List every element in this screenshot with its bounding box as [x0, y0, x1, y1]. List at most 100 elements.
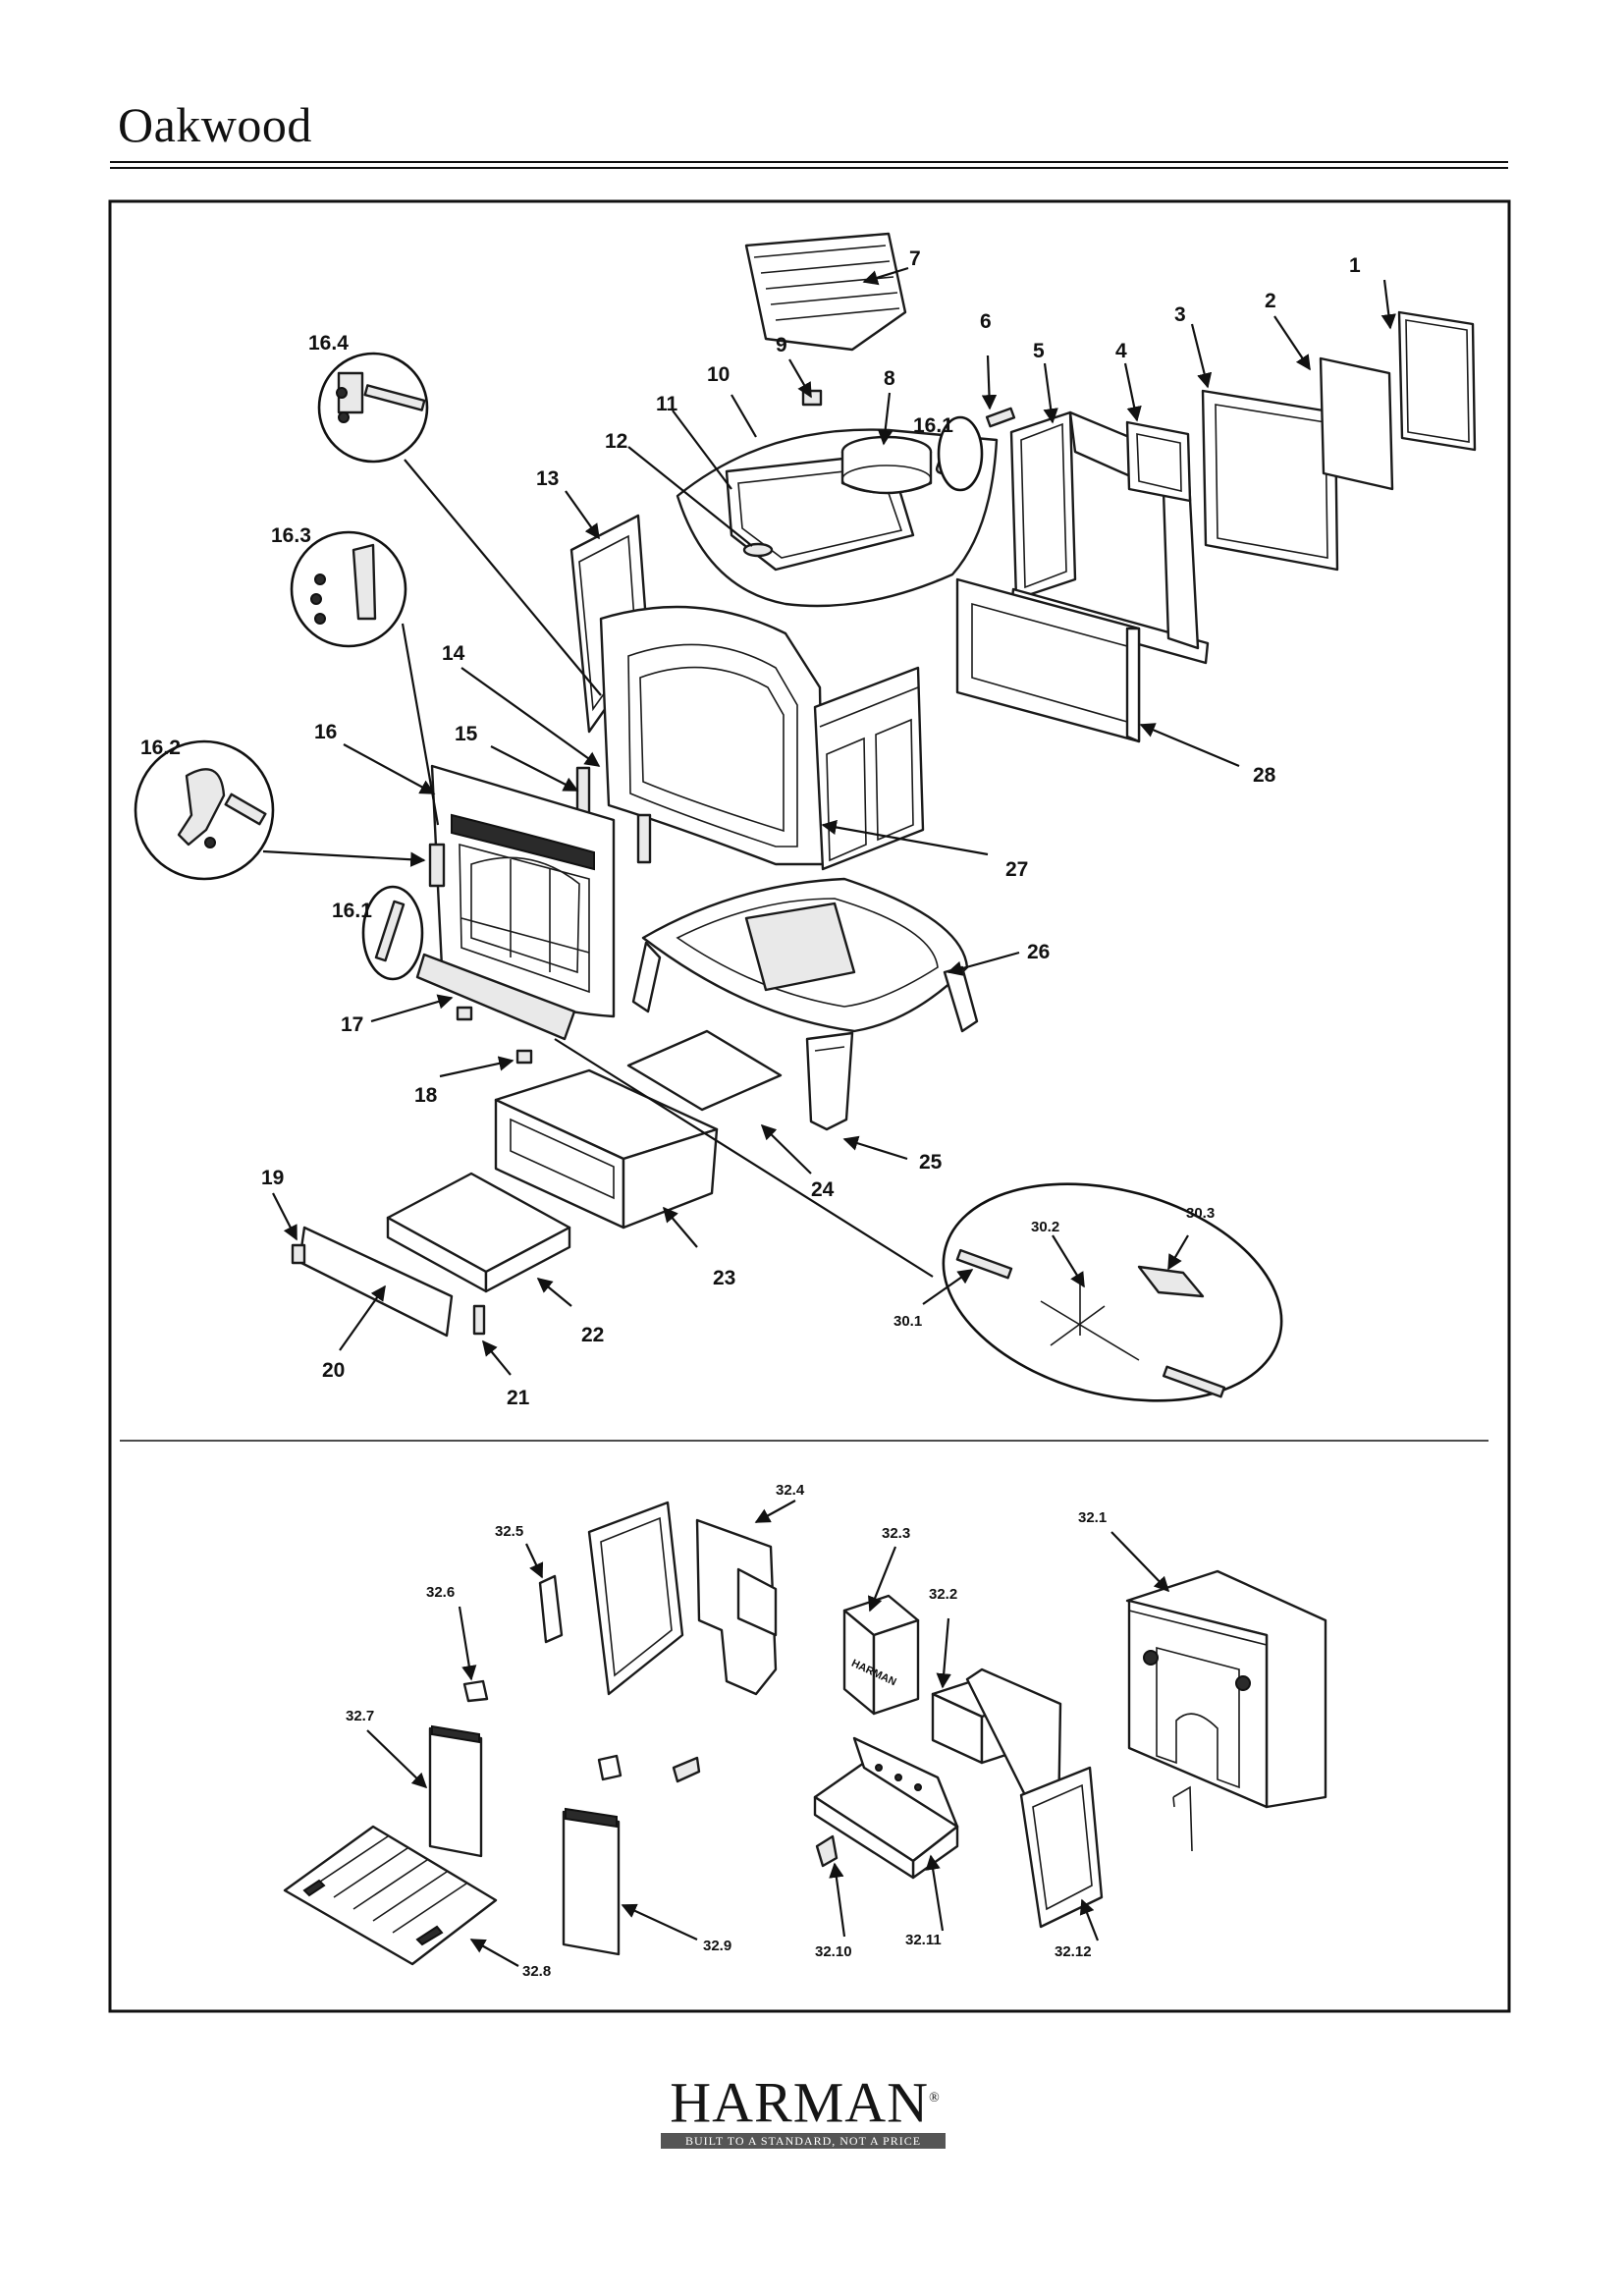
- part-32-8-grate: [283, 1825, 498, 1966]
- part-17-clip: [456, 1006, 473, 1021]
- part-3-door-frame: [1201, 389, 1339, 572]
- part-22-ash-pan: [386, 1172, 571, 1293]
- label-23: 23: [713, 1267, 735, 1289]
- label-17: 17: [341, 1013, 363, 1036]
- part-27-side-panel: [813, 666, 925, 871]
- label-21: 21: [507, 1387, 530, 1409]
- label-32-1: 32.1: [1078, 1509, 1107, 1526]
- label-10: 10: [707, 363, 730, 386]
- label-32-3: 32.3: [882, 1525, 910, 1542]
- label-22: 22: [581, 1324, 604, 1346]
- part-small-bracket-b: [672, 1756, 701, 1783]
- part-25-leg: [805, 1031, 854, 1131]
- label-19: 19: [261, 1167, 284, 1189]
- label-32-11: 32.11: [905, 1932, 942, 1948]
- label-12: 12: [605, 430, 627, 453]
- label-28: 28: [1253, 764, 1276, 787]
- part-26-base: [631, 877, 979, 1033]
- page-title: Oakwood: [118, 97, 312, 152]
- part-19-clip: [291, 1243, 306, 1265]
- part-24-pan-cover: [626, 1029, 783, 1112]
- label-5: 5: [1033, 340, 1045, 362]
- part-32-9-plate: [562, 1807, 621, 1956]
- part-12-handle: [742, 542, 774, 558]
- part-32-10-clip: [815, 1834, 839, 1868]
- part-10-top-plate: [676, 428, 999, 608]
- part-28-ash-lip: [955, 577, 1141, 743]
- part-32-1-firebox-liner: [1125, 1569, 1327, 1809]
- detail-16-3: [290, 530, 407, 648]
- part-7-shield-tray: [744, 232, 907, 352]
- label-30-1: 30.1: [893, 1313, 922, 1330]
- part-small-bracket-a: [597, 1754, 623, 1781]
- label-16-3: 16.3: [271, 524, 311, 547]
- detail-30: [942, 1182, 1283, 1402]
- label-6: 6: [980, 310, 992, 333]
- label-16: 16: [314, 721, 337, 743]
- part-17-ash-lip: [415, 953, 576, 1041]
- label-16-4: 16.4: [308, 332, 349, 355]
- label-15: 15: [455, 723, 478, 745]
- part-32-5-small-brick: [538, 1574, 564, 1644]
- label-32-6: 32.6: [426, 1584, 455, 1601]
- label-30-3: 30.3: [1186, 1205, 1215, 1222]
- part-15-hinge-post-b: [636, 813, 652, 864]
- title-rule-top: [110, 161, 1508, 163]
- part-18-clip: [515, 1049, 533, 1065]
- label-20: 20: [322, 1359, 345, 1382]
- diagram-frame: [108, 199, 1511, 2013]
- logo-text: HARMAN: [670, 2070, 930, 2135]
- label-16-1-upper: 16.1: [913, 414, 953, 437]
- detail-16-1: [361, 885, 424, 981]
- label-8: 8: [884, 367, 895, 390]
- part-9-clip: [801, 389, 823, 407]
- part-23-ash-housing: [494, 1068, 719, 1230]
- label-11: 11: [656, 393, 678, 415]
- label-32-2: 32.2: [929, 1586, 957, 1603]
- label-32-5: 32.5: [495, 1523, 523, 1540]
- label-9: 9: [776, 334, 787, 356]
- label-30-2: 30.2: [1031, 1219, 1059, 1235]
- harman-logo: HARMAN® BUILT TO A STANDARD, NOT A PRICE: [658, 2070, 952, 2151]
- logo-registered: ®: [929, 2091, 941, 2105]
- part-6-pin: [985, 407, 1016, 428]
- part-32-4-side-brick: [587, 1501, 778, 1696]
- logo-tagline: BUILT TO A STANDARD, NOT A PRICE: [661, 2133, 946, 2149]
- part-14-face-frame: [599, 605, 825, 866]
- label-3: 3: [1174, 303, 1186, 326]
- label-32-10: 32.10: [815, 1943, 852, 1960]
- label-24: 24: [811, 1178, 835, 1201]
- label-16-2: 16.2: [140, 737, 181, 759]
- label-4: 4: [1115, 340, 1127, 362]
- part-15-hinge-post: [575, 766, 591, 817]
- label-27: 27: [1005, 858, 1028, 881]
- part-2-glass: [1319, 356, 1394, 491]
- label-7: 7: [909, 247, 921, 270]
- detail-16-1-upper: [937, 415, 984, 492]
- title-rule-bottom: [110, 167, 1508, 169]
- leader-lines-lower: [366, 1500, 1170, 1967]
- label-13: 13: [536, 467, 559, 490]
- part-32-12-side-brick: [1019, 1766, 1104, 1929]
- logo-wordmark: HARMAN®: [658, 2070, 952, 2131]
- label-14: 14: [442, 642, 465, 665]
- label-32-7: 32.7: [346, 1708, 374, 1724]
- part-32-3-harman-brick: HARMAN: [842, 1594, 920, 1716]
- label-16-1-lower: 16.1: [332, 900, 372, 922]
- label-1: 1: [1349, 254, 1361, 277]
- detail-16-4: [317, 352, 429, 464]
- detail-16-2: [134, 739, 275, 881]
- part-32-6-tab: [462, 1679, 489, 1703]
- part-32-11-grate-support: [813, 1736, 959, 1880]
- label-32-4: 32.4: [776, 1482, 805, 1499]
- part-21-pin: [472, 1304, 486, 1336]
- label-32-9: 32.9: [703, 1938, 731, 1954]
- label-2: 2: [1265, 290, 1276, 312]
- label-26: 26: [1027, 941, 1050, 963]
- part-32-7-side-plate: [428, 1724, 483, 1858]
- label-18: 18: [414, 1084, 438, 1107]
- part-hook: [1172, 1785, 1193, 1852]
- label-32-12: 32.12: [1055, 1943, 1092, 1960]
- label-25: 25: [919, 1151, 943, 1174]
